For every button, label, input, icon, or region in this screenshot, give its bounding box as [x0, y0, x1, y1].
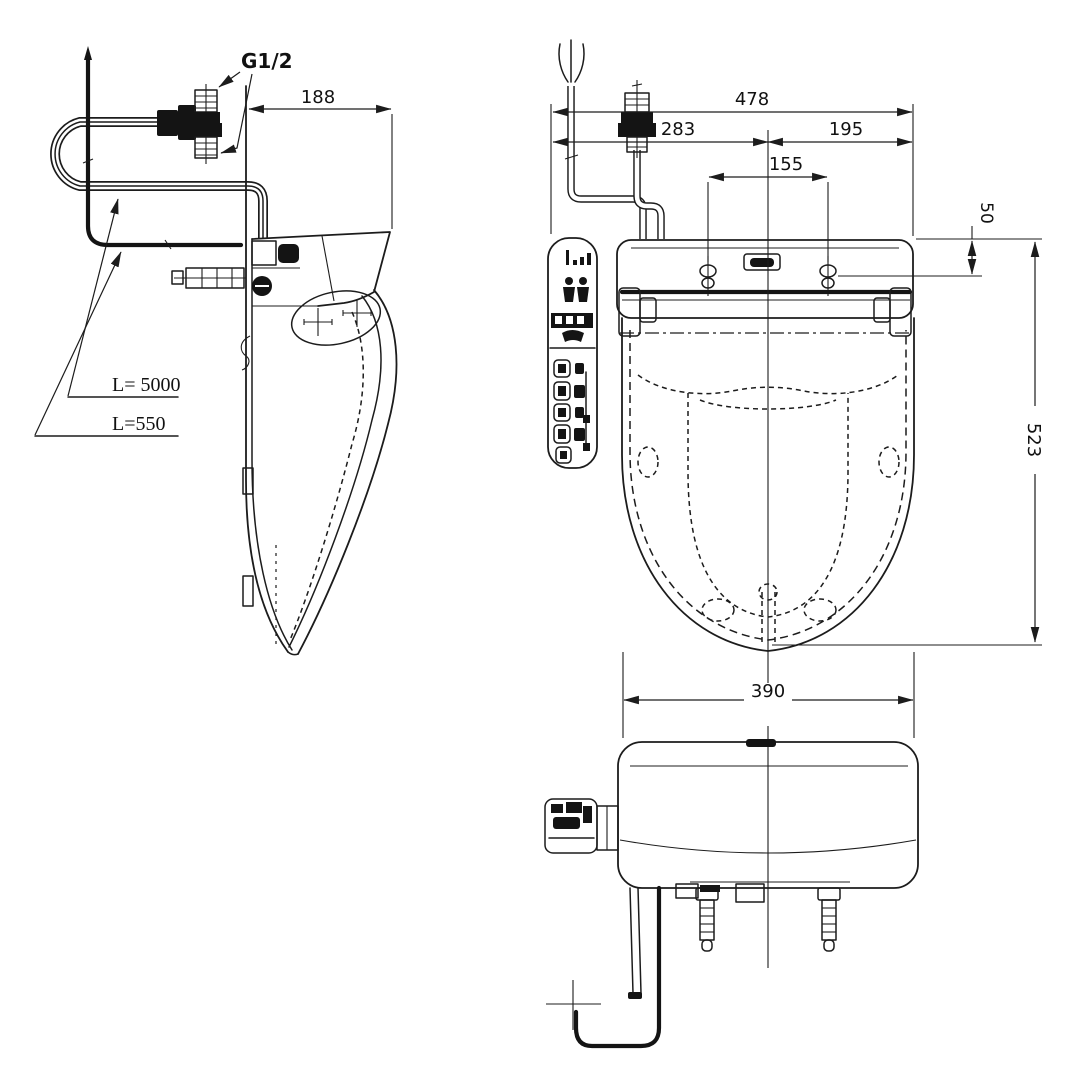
- inlet-fitting-top: [618, 80, 656, 158]
- nozzle-strip-icon: [549, 313, 596, 349]
- cord-length-label: L=550: [112, 413, 166, 435]
- dim-523: 523: [772, 241, 1045, 646]
- front-view: [544, 726, 919, 1049]
- mounting-bolt-right: [819, 256, 837, 296]
- side-lid-profile: [240, 289, 398, 656]
- bolt-hole-detail: [290, 290, 382, 346]
- cable-end-fork: [558, 39, 585, 83]
- water-hose-loop: [50, 117, 268, 238]
- dim-523-text: 523: [1023, 423, 1044, 457]
- top-view: 478 283 195 155: [547, 39, 1045, 738]
- hose-length-label: L= 5000: [112, 374, 181, 396]
- seat-lid-top: [620, 317, 915, 652]
- cord-length-callout: L=550: [34, 251, 179, 437]
- tank-unit-top: [616, 239, 914, 319]
- dim-188-text: 188: [301, 87, 335, 108]
- power-cord-side: [82, 46, 244, 250]
- dim-155-text: 155: [769, 154, 803, 175]
- dim-188: 188: [248, 87, 393, 229]
- dim-478-text: 478: [735, 89, 769, 110]
- g12-threaded-fitting: [190, 84, 222, 164]
- dim-390-text: 390: [751, 681, 785, 702]
- crosshair-left: [303, 308, 333, 336]
- user-figures-icon: [563, 277, 589, 302]
- dim-50-text: 50: [976, 202, 996, 224]
- dim-283-text: 283: [661, 119, 695, 140]
- mounting-bolt-left: [699, 256, 717, 296]
- side-view: G1/2 188: [34, 46, 398, 656]
- hinge-bar: [618, 287, 913, 337]
- dim-195-text: 195: [829, 119, 863, 140]
- cord-end-cross-mark: [546, 980, 601, 1030]
- fitting-stud-left: [695, 887, 719, 952]
- control-panel-top: [547, 237, 598, 469]
- thread-size-label: G1/2: [241, 49, 293, 73]
- function-buttons-icon: [553, 359, 590, 464]
- inlet-hose-top: [633, 150, 665, 239]
- crosshair-right: [342, 299, 372, 327]
- underside-tabs: [675, 883, 765, 903]
- thread-callout: G1/2: [218, 49, 293, 154]
- power-cord-top: [564, 86, 647, 239]
- dim-195: 195: [767, 119, 913, 147]
- spray-strength-bars-icon: [566, 250, 591, 265]
- power-cord-front: [573, 885, 662, 1049]
- hose-length-callout: L= 5000: [67, 198, 181, 398]
- drain-stub: [171, 267, 246, 289]
- dim-50: 50: [838, 202, 1042, 277]
- dim-390: 390: [622, 652, 915, 738]
- dim-283: 283: [552, 119, 769, 147]
- side-unit-body: [171, 231, 391, 651]
- drain-hose-front: [628, 887, 642, 999]
- fitting-stud-right: [817, 887, 841, 952]
- dim-478: 478: [550, 89, 914, 236]
- control-panel-front: [544, 798, 619, 854]
